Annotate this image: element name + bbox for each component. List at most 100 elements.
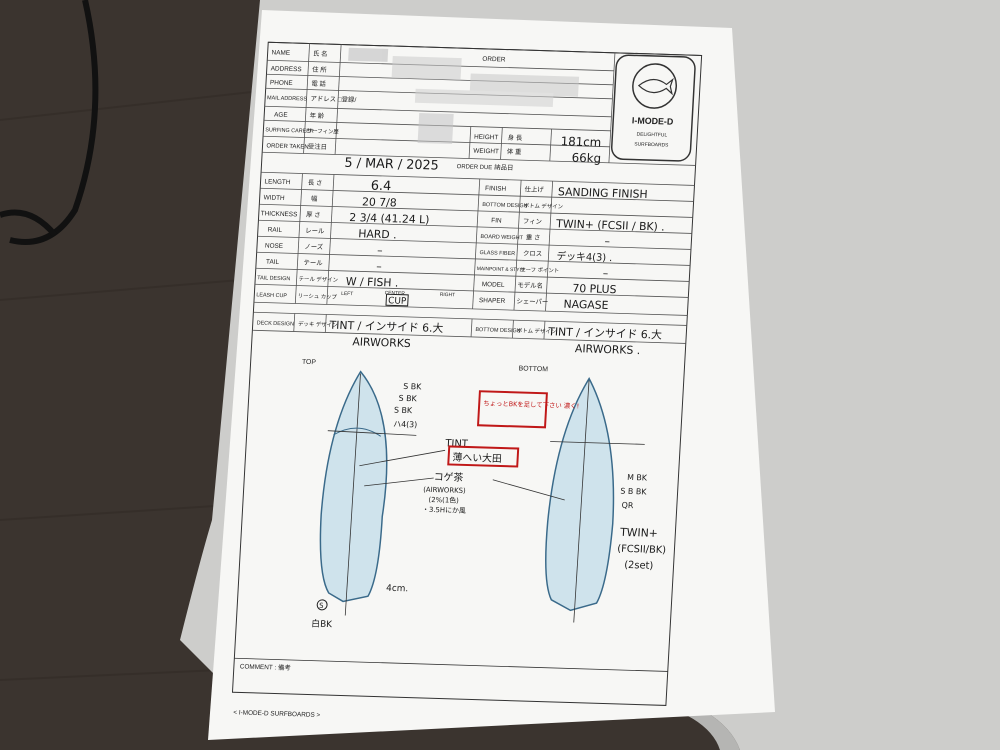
- svg-text:S BK: S BK: [398, 394, 417, 404]
- svg-text:クロス: クロス: [523, 249, 543, 258]
- label-board-weight: BOARD WEIGHT: [480, 234, 523, 241]
- svg-text:幅: 幅: [311, 194, 318, 203]
- label-mainpoint: MAINPOINT & STYLE: [477, 266, 527, 274]
- handwritten-annotations: S BK S BK S BK ハ4(3) ちょっとBKを足して下さい 濃く! T…: [311, 382, 667, 630]
- label-weight-jp: 体 重: [507, 147, 523, 157]
- svg-text:S BK: S BK: [403, 382, 422, 392]
- svg-text:QR: QR: [621, 501, 634, 510]
- mainpoint-value: –: [602, 267, 608, 280]
- svg-text:重 さ: 重 さ: [526, 233, 541, 241]
- label-order-due-jp: 納品日: [494, 162, 514, 172]
- eyeglasses: [0, 0, 99, 245]
- label-thickness: THICKNESS: [261, 210, 298, 218]
- svg-text:SURFBOARDS: SURFBOARDS: [634, 142, 669, 149]
- label-length: LENGTH: [264, 178, 291, 186]
- design-row: DECK DESIGN デッキ デザイン BOTTOM DESIGN ボトム デ…: [252, 311, 687, 373]
- svg-text:リーシュ カップ: リーシュ カップ: [297, 293, 337, 301]
- comment-label: COMMENT : 備考: [240, 661, 292, 672]
- nose-value: –: [377, 244, 383, 257]
- tail-value: –: [376, 260, 382, 273]
- label-order-taken: ORDER TAKEN: [266, 143, 308, 150]
- label-width: WIDTH: [263, 194, 285, 202]
- svg-text:(FCSII/BK): (FCSII/BK): [617, 544, 666, 557]
- width-value: 20 7/8: [362, 195, 397, 209]
- bottom-label: BOTTOM: [518, 365, 548, 373]
- label-deck-design: DECK DESIGN: [257, 320, 295, 327]
- deck-airworks: AIRWORKS: [352, 335, 411, 350]
- order-form-sheet: NAME 氏 名 ADDRESS 住 所 PHONE 電 話 MAIL ADDR…: [208, 10, 775, 740]
- svg-text:TINT: TINT: [444, 438, 469, 450]
- label-age-jp: 年 齢: [309, 111, 325, 121]
- svg-text:S B BK: S B BK: [620, 487, 647, 497]
- top-board-drawing: [319, 370, 417, 616]
- bottom-board-drawing: [545, 377, 645, 623]
- svg-text:S: S: [319, 602, 324, 610]
- deck-design-value: TINT / インサイド 6.大: [328, 317, 443, 335]
- svg-text:(2%(1色): (2%(1色): [428, 495, 459, 505]
- svg-text:テール デザイン: テール デザイン: [298, 275, 338, 284]
- label-mail-jp: アドレス □登録/: [310, 94, 356, 104]
- label-age: AGE: [274, 112, 289, 119]
- label-height-jp: 身 長: [507, 133, 523, 143]
- svg-text:シェーパー: シェーパー: [516, 297, 548, 306]
- tint-note: 薄へい大田: [452, 450, 502, 465]
- leash-cup-value: CUP: [388, 296, 407, 307]
- svg-text:モデル名: モデル名: [517, 280, 543, 290]
- svg-text:(AIRWORKS): (AIRWORKS): [423, 486, 466, 495]
- label-weight: WEIGHT: [473, 148, 499, 156]
- order-taken-value: 5 / MAR / 2025: [344, 156, 439, 174]
- svg-text:レール: レール: [305, 228, 325, 236]
- label-career: SURFING CAREER: [265, 127, 314, 135]
- label-leash-cup: LEASH CUP: [256, 292, 287, 299]
- svg-text:M BK: M BK: [627, 473, 648, 483]
- label-name-jp: 氏 名: [313, 49, 328, 59]
- tail-design-value: W / FISH .: [345, 275, 398, 290]
- bottom-airworks: AIRWORKS .: [575, 342, 641, 357]
- svg-text:白BK: 白BK: [311, 617, 334, 630]
- bottom-design-value: TINT / インサイド 6.大: [547, 324, 662, 342]
- svg-text:CENTER: CENTER: [384, 290, 405, 297]
- shaper-value: NAGASE: [563, 298, 609, 312]
- label-tail: TAIL: [266, 259, 280, 266]
- label-shaper: SHAPER: [479, 297, 506, 305]
- svg-text:デッキ デザイン: デッキ デザイン: [298, 320, 338, 329]
- label-address-jp: 住 所: [312, 65, 328, 75]
- label-phone: PHONE: [270, 79, 294, 87]
- thickness-value: 2 3/4 (41.24 L): [349, 211, 430, 227]
- label-bottom-design-row: BOTTOM DESIGN: [475, 327, 521, 334]
- label-fin: FIN: [491, 217, 502, 224]
- svg-text:LEFT: LEFT: [341, 291, 353, 297]
- svg-text:フィン: フィン: [523, 217, 542, 226]
- blurred-personal-info: [348, 47, 580, 145]
- i-mode-d-logo: I-MODE-D DELIGHTFUL SURFBOARDS: [610, 54, 696, 162]
- customer-info-section: NAME 氏 名 ADDRESS 住 所 PHONE 電 話 MAIL ADDR…: [262, 41, 702, 174]
- length-value: 6.4: [370, 179, 391, 195]
- label-order-taken-jp: 受注日: [308, 142, 328, 152]
- svg-text:サーフ ポイント: サーフ ポイント: [520, 265, 559, 274]
- label-order: ORDER: [482, 56, 506, 64]
- label-order-due: ORDER DUE: [457, 164, 493, 171]
- glass-fiber-value: デッキ4(3) .: [556, 249, 613, 264]
- fish-icon: [637, 77, 674, 96]
- svg-text:DELIGHTFUL: DELIGHTFUL: [636, 132, 667, 139]
- model-value: 70 PLUS: [572, 282, 617, 296]
- svg-text:I-MODE-D: I-MODE-D: [632, 115, 674, 126]
- svg-text:(2set): (2set): [624, 560, 654, 572]
- top-label: TOP: [302, 359, 317, 366]
- label-height: HEIGHT: [474, 134, 499, 142]
- svg-text:コゲ茶: コゲ茶: [433, 470, 463, 484]
- weight-value: 66kg: [571, 151, 601, 166]
- svg-text:S BK: S BK: [394, 406, 413, 416]
- red-note-darker-bk: ちょっとBKを足して下さい 濃く!: [483, 398, 579, 410]
- label-name: NAME: [271, 49, 291, 57]
- svg-text:長 さ: 長 さ: [308, 179, 323, 187]
- label-finish: FINISH: [485, 185, 507, 193]
- form-footer: < I-MODE-D SURFBOARDS >: [233, 709, 321, 719]
- board-weight-value: –: [604, 235, 610, 248]
- height-value: 181cm: [560, 134, 601, 149]
- board-spec-section: LENGTH 長 さ WIDTH 幅 THICKNESS 厚 さ RAIL レー…: [253, 171, 695, 316]
- label-phone-jp: 電 話: [311, 79, 327, 89]
- svg-text:仕上げ: 仕上げ: [524, 184, 544, 194]
- svg-text:テール: テール: [303, 259, 323, 268]
- svg-text:・3.5Hにか風: ・3.5Hにか風: [422, 506, 466, 515]
